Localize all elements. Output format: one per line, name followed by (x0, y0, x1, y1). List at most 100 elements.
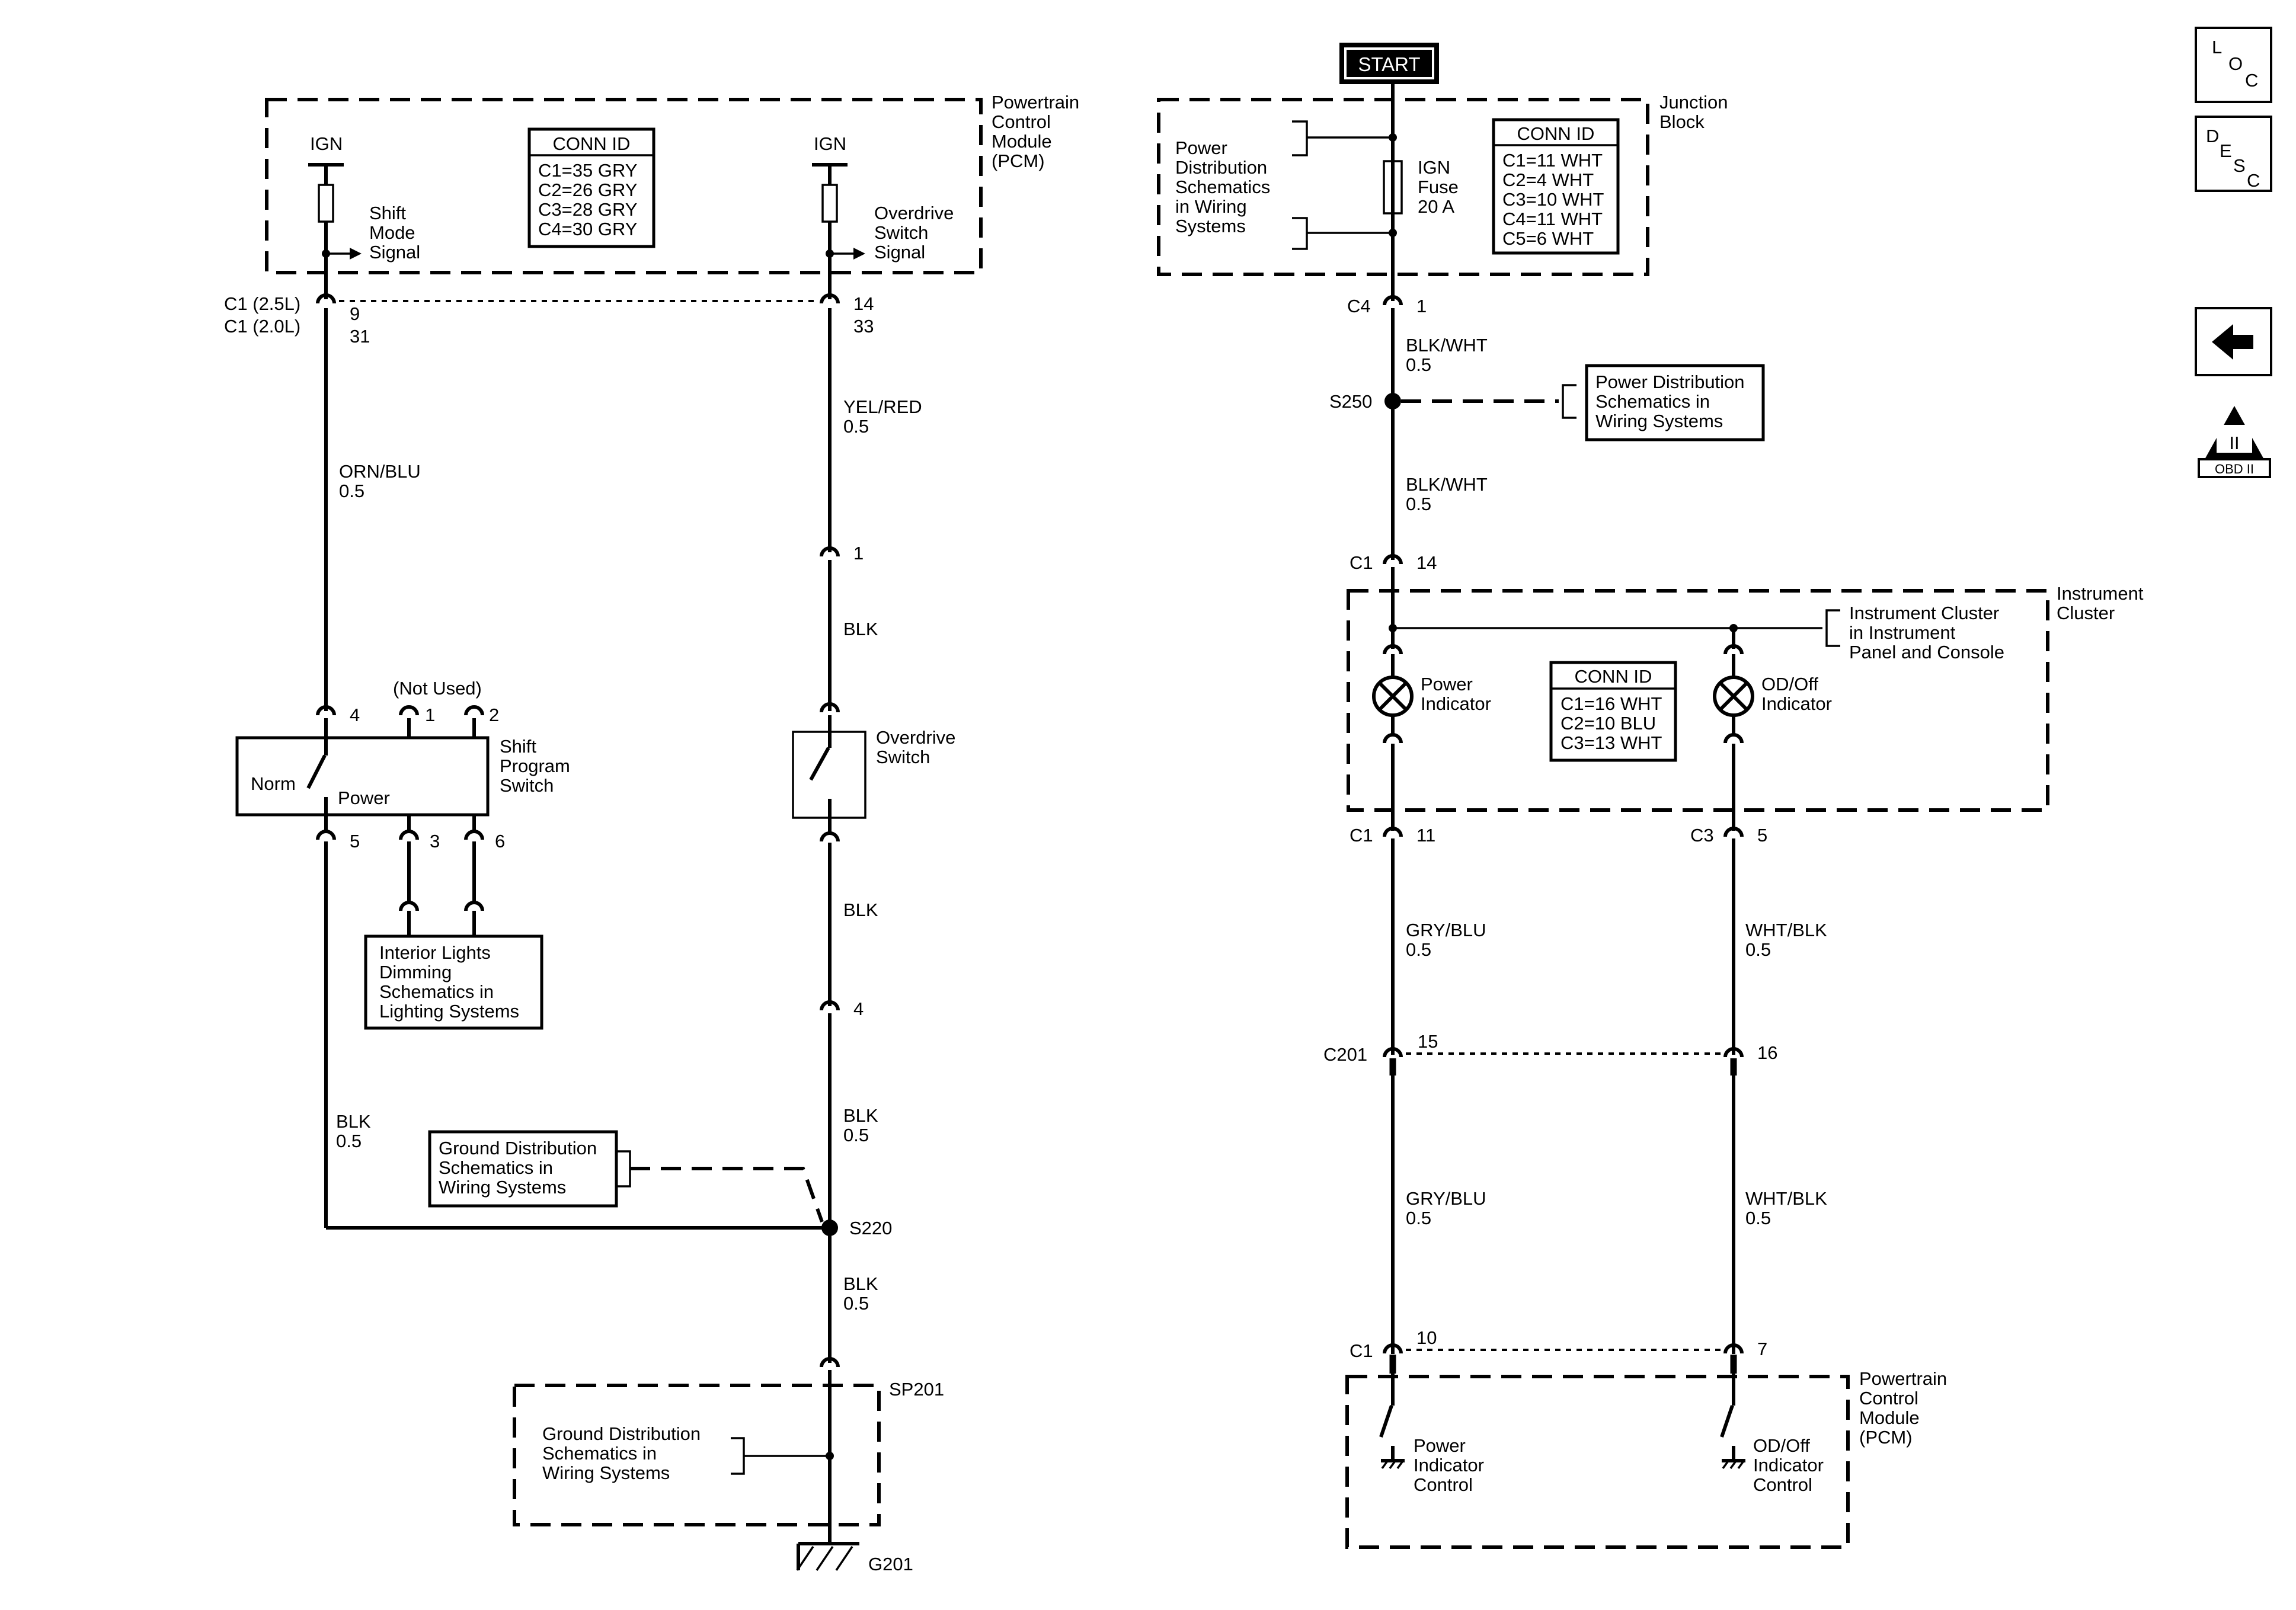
c1-pin-right: 14 33 (853, 293, 879, 337)
obd-ii-icon[interactable]: II OBD II (2198, 406, 2271, 478)
svg-text:Ground Distribution Sche: Ground Distribution Schematics in Wiring… (439, 1138, 602, 1198)
pcm-left-label: Powertrain Control Module (PCM) (992, 92, 1085, 171)
power-distribution-ref[interactable]: Power Distribution Schematics in Wiring … (1175, 137, 1275, 236)
power-distribution-ref-2[interactable]: Power Distribution Schematics in Wiring … (1585, 364, 1765, 441)
wire-wht-blk-2-label: WHT/BLK 0.5 (1745, 1188, 1832, 1228)
overdrive-switch-label: Overdrive Switch (876, 727, 961, 767)
wire-gry-blu-1-label: GRY/BLU 0.5 (1406, 920, 1491, 960)
wire-blk-a-label: BLK (843, 619, 878, 639)
wire-blk-c-label: BLK 0.5 (843, 1105, 883, 1145)
c1-11-connector: C1 (1350, 825, 1373, 846)
splice-s250 (1384, 393, 1401, 409)
ign-left-label: IGN (310, 133, 343, 154)
ign-fuse-label: IGN Fuse 20 A (1418, 157, 1464, 217)
c4-label: C4 (1347, 296, 1371, 316)
svg-text:SP201: SP201 (889, 1379, 944, 1400)
svg-text:C3=10 WHT: C3=10 WHT (1502, 189, 1604, 210)
svg-text:5: 5 (350, 831, 360, 852)
s220-label: S220 (849, 1218, 892, 1238)
svg-text:C1=16 WHT: C1=16 WHT (1560, 693, 1662, 714)
instrument-cluster-ref[interactable]: Instrument Cluster in Instrument Panel a… (1849, 603, 2004, 662)
shift-mode-signal-label: Shift Mode Signal (369, 203, 420, 263)
svg-text:C4=11 WHT: C4=11 WHT (1502, 209, 1603, 229)
svg-text:1: 1 (425, 705, 435, 725)
svg-text:Interior Lights Dimming: Interior Lights Dimming Schematics in Li… (379, 942, 519, 1022)
svg-text:Norm: Norm (251, 773, 296, 794)
pin-1-label: 1 (853, 543, 864, 564)
c1-14-pin: 14 (1416, 552, 1437, 573)
start-marker: START (1339, 43, 1439, 84)
pcm-left-module: Powertrain Control Module (PCM) IGN Shif… (265, 92, 1085, 299)
svg-text:D: D (2206, 126, 2219, 146)
back-arrow-icon[interactable] (2195, 307, 2272, 376)
svg-text:L: L (2212, 37, 2222, 57)
od-off-indicator-label: OD/Off Indicator (1761, 674, 1832, 714)
svg-text:C2=10 BLU: C2=10 BLU (1560, 713, 1656, 734)
ground-icon (1722, 1459, 1745, 1470)
not-used-label: (Not Used) (393, 678, 482, 699)
wire-blk-left-label: BLK 0.5 (336, 1111, 376, 1151)
ground-distribution-ref-1[interactable]: Ground Distribution Schematics in Wiring… (428, 1130, 618, 1208)
loc-icon[interactable]: L O C (2195, 27, 2272, 103)
pin-4-label: 4 (853, 998, 864, 1019)
svg-text:II: II (2229, 433, 2239, 453)
pcm-right-module: Powertrain Control Module (PCM) Power In… (1345, 1368, 1952, 1549)
svg-text:C: C (2247, 170, 2260, 191)
svg-text:S: S (2233, 155, 2246, 176)
wire-gry-blu-2-label: GRY/BLU 0.5 (1406, 1188, 1491, 1228)
wire-blk-wht-1-label: BLK/WHT 0.5 (1406, 335, 1492, 375)
svg-text:Power: Power (338, 788, 390, 808)
ground-distribution-ref-2[interactable]: Ground Distribution Schematics in Wiring… (542, 1423, 706, 1483)
pin-16-label: 16 (1757, 1042, 1777, 1063)
pcm-right-label: Powertrain Control Module (PCM) (1859, 1368, 1952, 1448)
svg-text:C: C (2245, 70, 2258, 91)
junction-block-label: Junction Block (1659, 92, 1733, 132)
overdrive-switch: Overdrive Switch (792, 704, 961, 841)
ign-right-label: IGN (814, 133, 846, 154)
c201-label: C201 (1323, 1044, 1367, 1065)
c3-5-pin: 5 (1757, 825, 1767, 846)
svg-text:4: 4 (350, 705, 360, 725)
junction-conn-id: CONN ID C1=11 WHT C2=4 WHT C3=10 WHT C4=… (1492, 118, 1620, 255)
pin-15-label: 15 (1418, 1031, 1438, 1052)
wire-orn-blu-label: ORN/BLU 0.5 (339, 461, 426, 501)
svg-text:Power Distribution: Power Distribution Schematics in Wiring … (1175, 137, 1275, 236)
od-off-indicator-control-label: OD/Off Indicator Control (1753, 1435, 1829, 1495)
shift-program-switch-label: Shift Program Switch (500, 736, 575, 796)
resistor-right (821, 184, 838, 223)
wire-blk-b-label: BLK (843, 900, 878, 920)
svg-text:Instrument Cluster in: Instrument Cluster in Instrument Panel a… (1849, 603, 2004, 662)
c1-connector-label: C1 (2.5L) C1 (2.0L) (224, 293, 306, 337)
c1-10-pin: 10 (1416, 1327, 1437, 1348)
cluster-conn-id: CONN ID C1=16 WHT C2=10 BLU C3=13 WHT (1549, 661, 1677, 762)
svg-text:C1=35 GRY: C1=35 GRY (538, 160, 637, 181)
svg-text:Ground Distribution Sc: Ground Distribution Schematics in Wiring… (542, 1423, 706, 1483)
svg-text:E: E (2220, 140, 2232, 161)
arrow-right-icon (853, 248, 865, 260)
svg-text:C5=6 WHT: C5=6 WHT (1502, 228, 1594, 249)
ground-icon (796, 1542, 859, 1571)
overdrive-switch-signal-label: Overdrive Switch Signal (874, 203, 959, 263)
c1-11-pin: 11 (1416, 825, 1435, 846)
desc-icon[interactable]: D E S C (2195, 116, 2272, 192)
shift-program-switch: (Not Used) 4 1 2 Norm Power Shift Progra… (235, 678, 575, 852)
power-indicator-lamp-icon (1372, 676, 1414, 717)
svg-text:CONN ID: CONN ID (1575, 666, 1652, 687)
c1-10-connector: C1 (1350, 1340, 1373, 1361)
instrument-cluster-label: Instrument Cluster (2057, 583, 2148, 623)
g201-label: G201 (868, 1554, 913, 1574)
svg-text:C4=30 GRY: C4=30 GRY (538, 219, 637, 239)
c4-pin-label: 1 (1416, 296, 1427, 316)
interior-lights-ref-box[interactable]: Interior Lights Dimming Schematics in Li… (364, 934, 543, 1030)
c3-5-connector: C3 (1690, 825, 1714, 846)
sp201-block: SP201 Ground Distribution Schematics in … (513, 1379, 944, 1526)
wire-blk-d-label: BLK 0.5 (843, 1273, 883, 1314)
svg-text:C2=4 WHT: C2=4 WHT (1502, 169, 1594, 190)
wire-wht-blk-1-label: WHT/BLK 0.5 (1745, 920, 1832, 960)
svg-text:2: 2 (489, 705, 499, 725)
svg-text:CONN ID: CONN ID (553, 133, 631, 154)
svg-text:START: START (1358, 53, 1420, 75)
wire-blk-wht-2-label: BLK/WHT 0.5 (1406, 474, 1492, 514)
svg-text:Power Distribution Schem: Power Distribution Schematics in Wiring … (1595, 372, 1750, 431)
